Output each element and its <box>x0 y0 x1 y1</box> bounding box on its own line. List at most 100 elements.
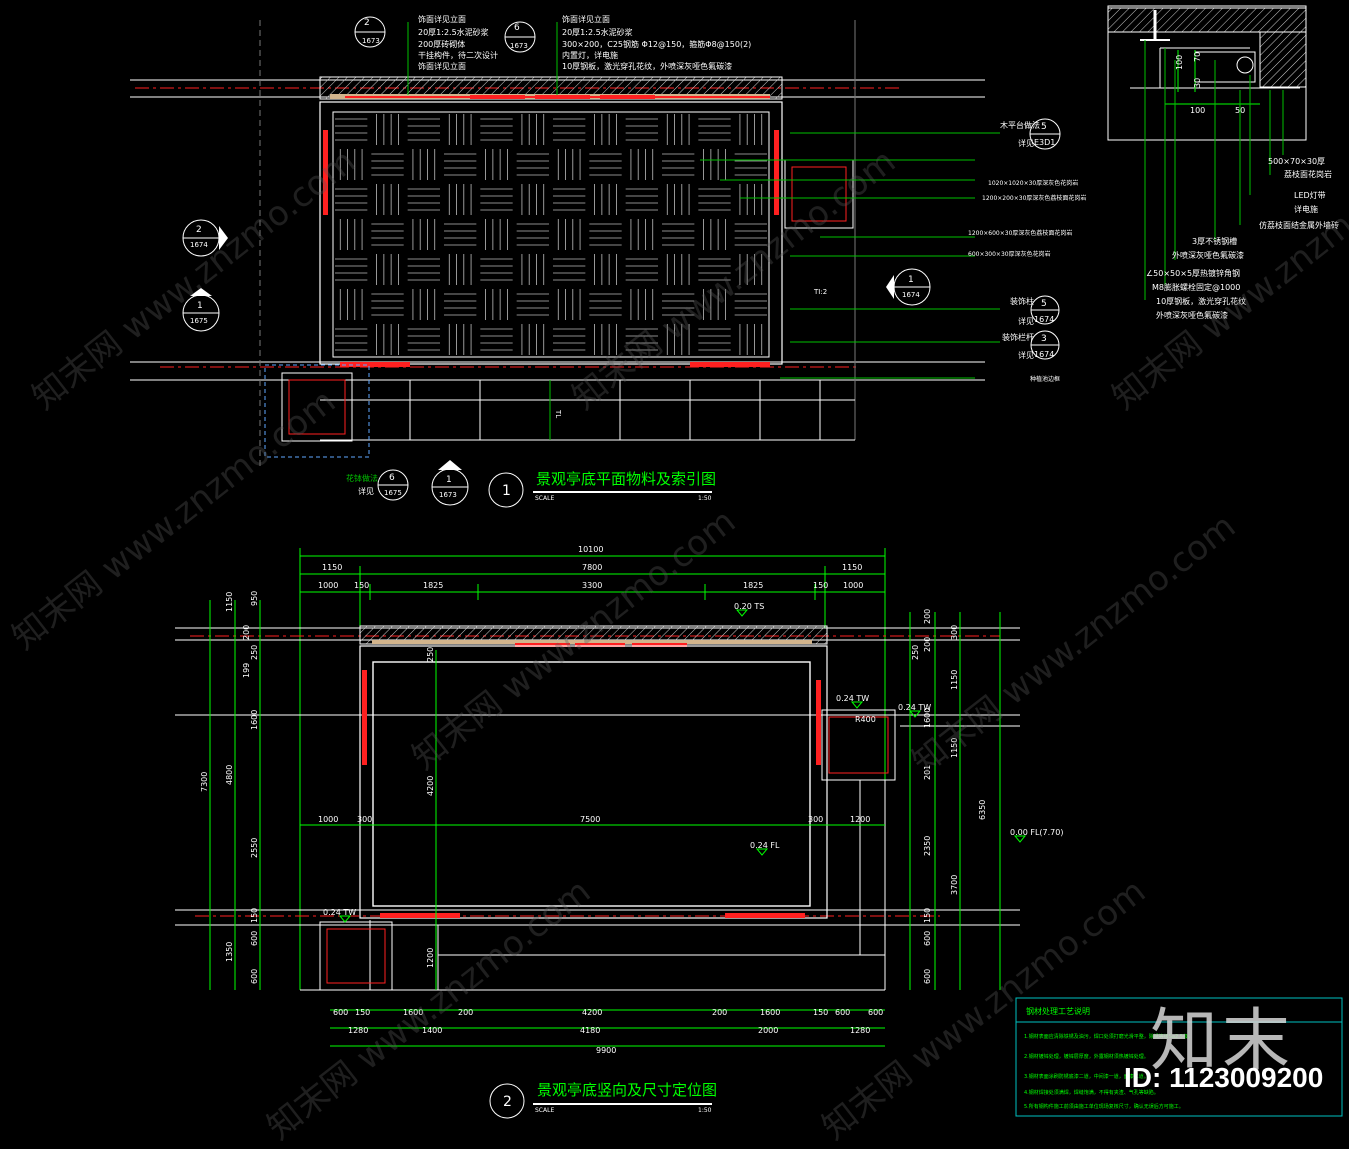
dim-value: 1000 <box>318 581 338 590</box>
detail-note: 荔枝面花岗岩 <box>1284 169 1332 179</box>
note-label: 详见 <box>1018 316 1034 326</box>
dim-value: 600 <box>923 969 932 984</box>
marker-sheet: 1674 <box>902 291 920 299</box>
drawing-title: 景观亭底竖向及尺寸定位图 <box>537 1081 717 1099</box>
dim-value: 200 <box>923 637 932 652</box>
dim-value: 150 <box>813 581 828 590</box>
marker-sheet: 1673 <box>439 491 457 499</box>
detail-note: 10厚钢板，激光穿孔花纹 <box>1156 296 1246 306</box>
ref-sheet: 1674 <box>1034 350 1054 359</box>
note-label: 详见 <box>1018 350 1034 360</box>
dim-value: 2350 <box>923 836 932 856</box>
plan-2 <box>175 548 1027 1119</box>
level-label: 0.24 TW <box>836 694 869 703</box>
note-label: 1200×600×30厚深灰色荔枝面花岗岩 <box>968 229 1072 237</box>
level-label: R400 <box>855 715 876 724</box>
detail-dim: 100 <box>1175 55 1184 70</box>
note-label: 装饰栏杆 <box>1002 332 1034 342</box>
section-marker <box>354 16 386 48</box>
dim-value: 200 <box>923 609 932 624</box>
plan-1 <box>130 16 1061 508</box>
dim-value: 150 <box>250 908 259 923</box>
scale-value: 1:50 <box>698 495 712 502</box>
detail-dim: 100 <box>1190 106 1205 115</box>
dim-value: 1825 <box>743 581 763 590</box>
dim-total: 9900 <box>596 1046 616 1055</box>
section-marker <box>182 219 228 257</box>
notes-box <box>1015 997 1343 1117</box>
dim-value: 600 <box>250 969 259 984</box>
marker-number: 1 <box>446 475 452 485</box>
dim-value: 300 <box>808 815 823 824</box>
dim-value: 3700 <box>950 875 959 895</box>
dim-value: 150 <box>354 581 369 590</box>
section-marker <box>431 460 469 506</box>
ref-number: 5 <box>1041 299 1047 309</box>
callout-line: 10厚钢板，激光穿孔花纹，外喷深灰哑色氟碳漆 <box>562 61 732 71</box>
ref-number: 3 <box>1041 334 1047 344</box>
dim-label: TI:2 <box>813 288 827 296</box>
dim-value: 600 <box>250 931 259 946</box>
marker-number: 1 <box>197 301 203 311</box>
callout-line: 20厚1:2.5水泥砂浆 <box>562 27 633 37</box>
scale-value: 1:50 <box>698 1107 712 1114</box>
dim-value: 200 <box>458 1008 473 1017</box>
detail-note: ∠50×50×5厚热镀锌角钢 <box>1146 268 1240 278</box>
callout-line: 饰面详见立面 <box>418 14 466 24</box>
dim-value: 150 <box>813 1008 828 1017</box>
dim-value: 1150 <box>225 592 234 612</box>
section-marker <box>182 288 220 332</box>
dim-value: 1000 <box>843 581 863 590</box>
drawing-number: 2 <box>503 1094 512 1110</box>
dim-value: 2000 <box>758 1026 778 1035</box>
dim-value: 1600 <box>923 708 932 728</box>
cad-drawing: 饰面详见立面 20厚1:2.5水泥砂浆 200厚砖砌体 干挂构件，待二次设计 饰… <box>130 5 1343 1119</box>
detail-note: 详电施 <box>1294 204 1318 214</box>
dim-value: 250 <box>250 645 259 660</box>
dim-value: 1825 <box>423 581 443 590</box>
detail-note: 500×70×30厚 <box>1268 157 1325 166</box>
drawing-number-bubble <box>488 472 524 508</box>
note-label: 种植池边框 <box>1030 375 1060 383</box>
dim-value: 600 <box>333 1008 348 1017</box>
note-label: 装饰柱 <box>1010 296 1034 306</box>
notes-line: 5.所有钢构件施工前须由施工单位现场复核尺寸，确认无误后方可施工。 <box>1024 1103 1184 1110</box>
marker-sheet: 1674 <box>190 241 208 249</box>
notes-line: 2.钢材镀锌处理，镀锌层厚度，外露钢材须热镀锌处理。 <box>1024 1053 1149 1060</box>
drawing-title: 景观亭底平面物料及索引图 <box>536 470 716 488</box>
marker-number: 2 <box>196 225 202 235</box>
callout-line: 饰面详见立面 <box>562 14 610 24</box>
dim-value: 200 <box>242 625 251 640</box>
detail-note: M8膨胀螺栓固定@1000 <box>1152 282 1240 292</box>
dim-value: 199 <box>242 663 251 678</box>
dim-value: 2550 <box>250 838 259 858</box>
dim-value: 1150 <box>950 670 959 690</box>
dim-value: 1150 <box>322 563 342 572</box>
dim-value: 7500 <box>580 815 600 824</box>
dim-value: 4800 <box>225 765 234 785</box>
note-label: 详见 <box>358 486 374 496</box>
image-id: ID: 1123009200 <box>1124 1062 1324 1093</box>
marker-number: 6 <box>514 23 520 33</box>
note-label: 1020×1020×30厚深灰色花岗岩 <box>988 179 1078 187</box>
dim-value: 150 <box>923 908 932 923</box>
dim-value: 1600 <box>760 1008 780 1017</box>
dim-value: 1400 <box>422 1026 442 1035</box>
detail-dim: 70 <box>1193 52 1202 62</box>
dim-value: 1280 <box>850 1026 870 1035</box>
callout-line: 饰面详见立面 <box>418 61 466 71</box>
callout-line: 干挂构件，待二次设计 <box>418 50 498 60</box>
dim-value: 1600 <box>250 710 259 730</box>
section-marker <box>886 268 931 306</box>
dim-value: 4200 <box>426 776 435 796</box>
ref-sheet: E3D1 <box>1034 138 1055 147</box>
reference-bubble <box>377 118 1061 501</box>
callout-line: 内置灯，详电施 <box>562 50 618 60</box>
drawing-number: 1 <box>502 483 511 499</box>
note-label: 1200×200×30厚深灰色荔枝面花岗岩 <box>982 194 1086 202</box>
marker-number: 1 <box>908 275 914 285</box>
detail-note: LED灯带 <box>1294 190 1326 200</box>
callout-line: 300×200，C25钢筋 Φ12@150，箍筋Φ8@150(2) <box>562 39 751 49</box>
dim-value: 1150 <box>842 563 862 572</box>
section-marker <box>504 21 536 53</box>
